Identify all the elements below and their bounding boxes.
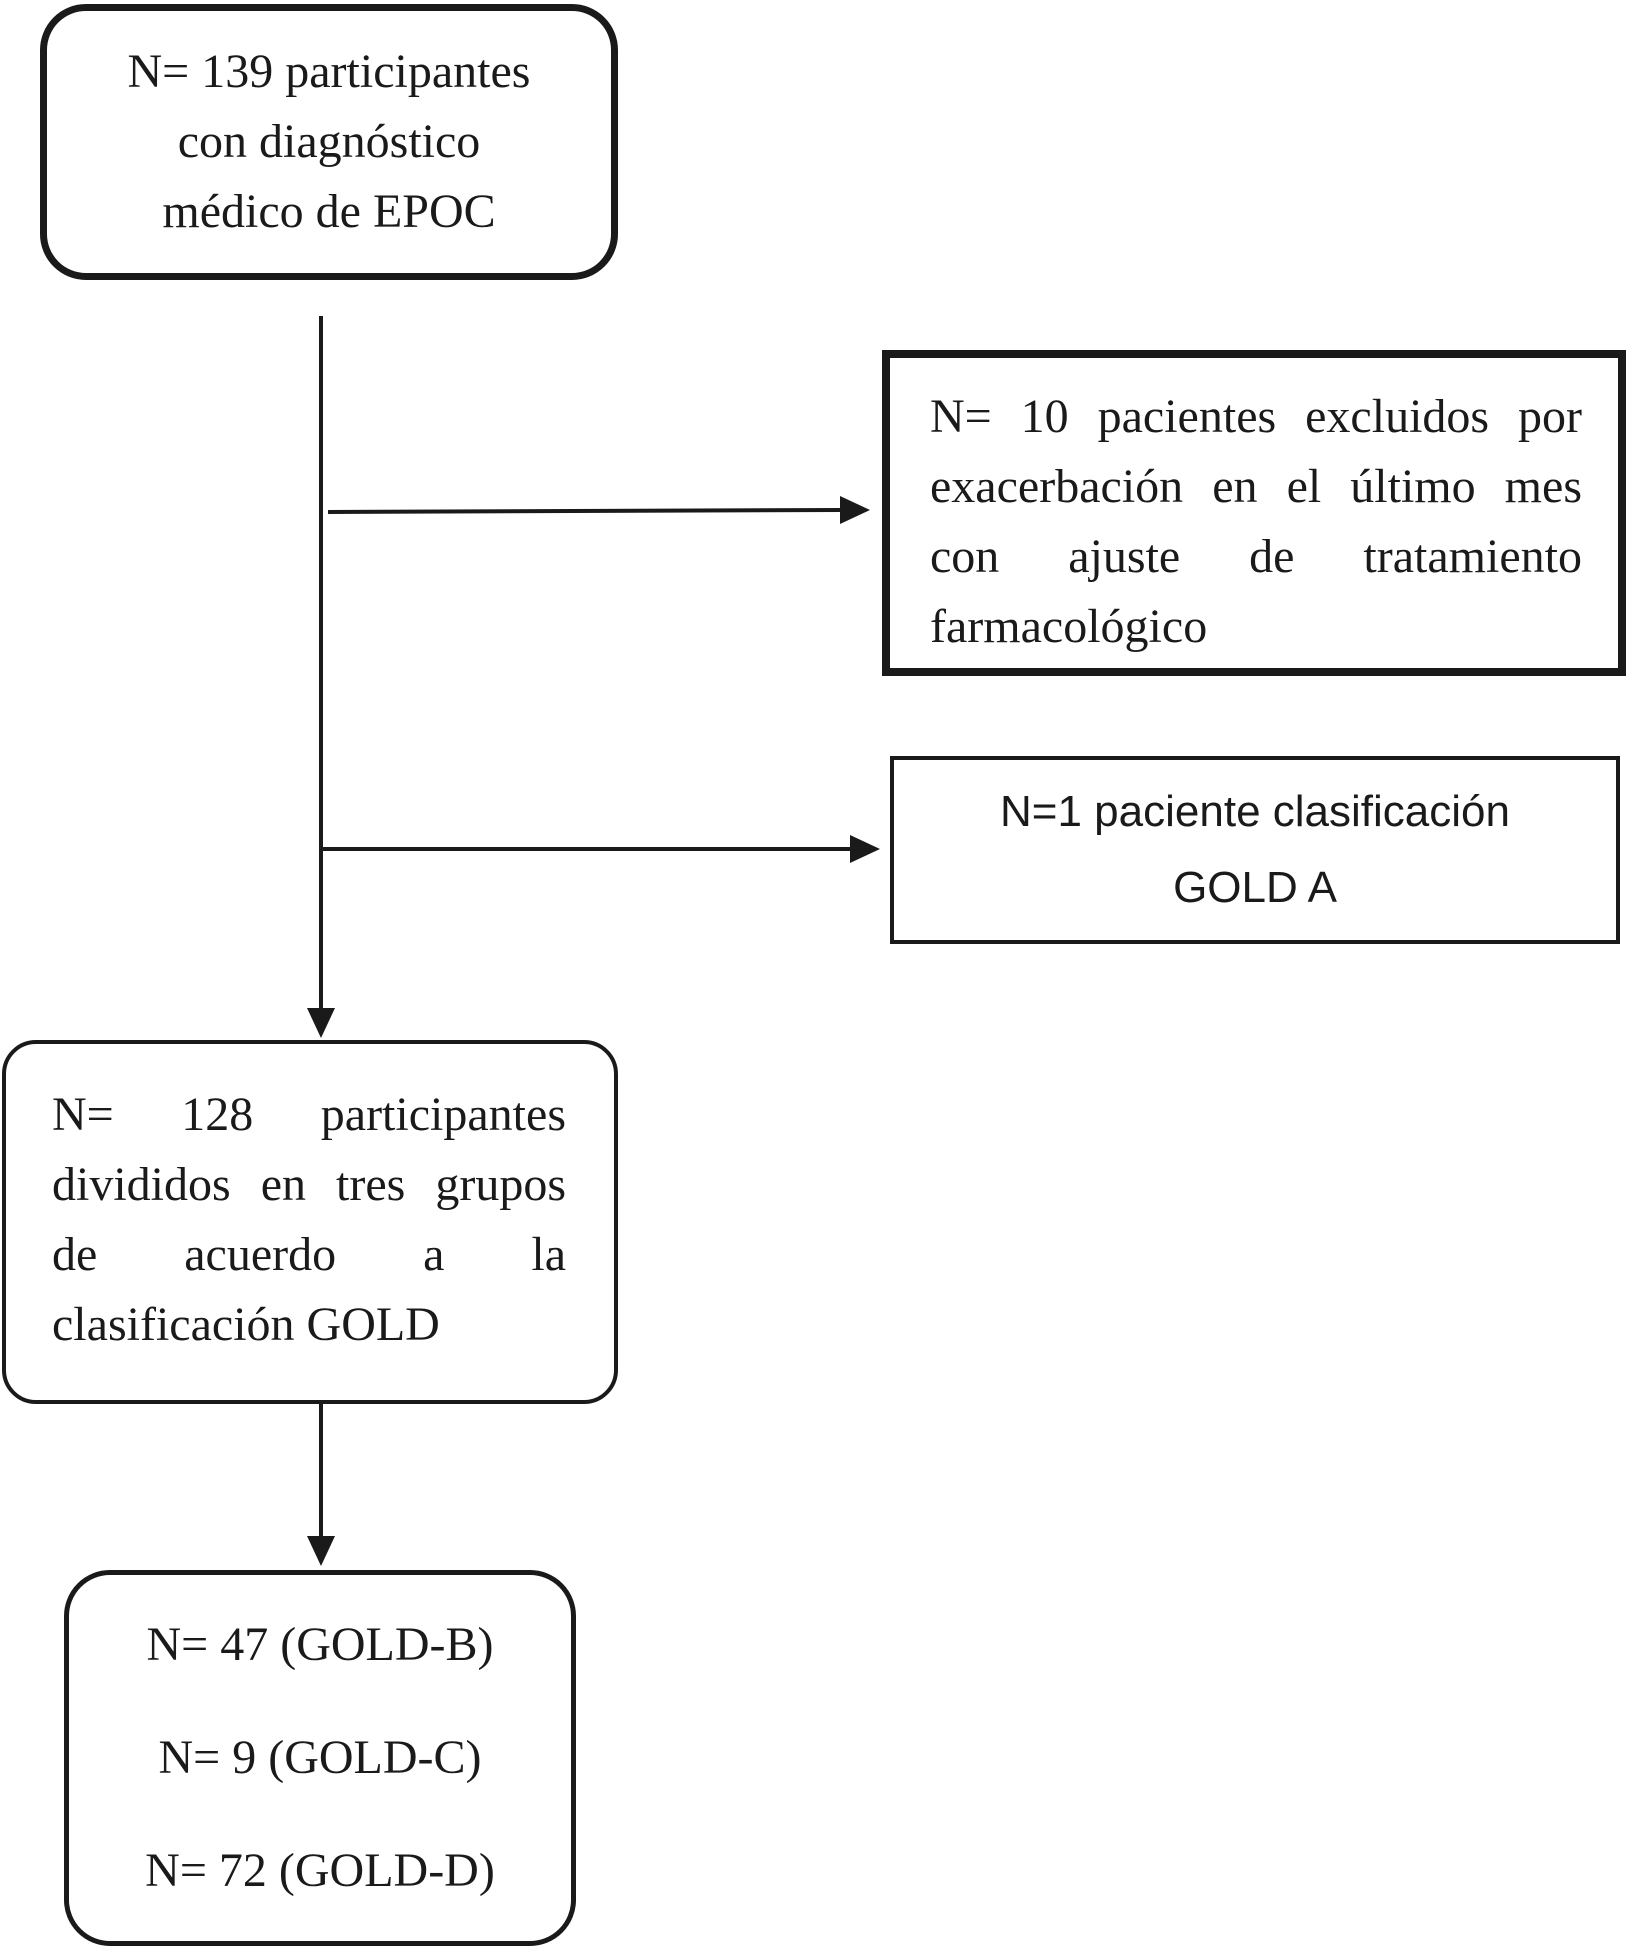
gold-a-line-2: GOLD A (1173, 863, 1337, 912)
arrow-to-gold-a-head (850, 835, 880, 863)
start-line-1: N= 139 participantes (127, 45, 531, 98)
start-node: N= 139 participantes con diagnóstico méd… (40, 4, 618, 280)
excluded-line-1: N= 10 pacientes excluidos por (930, 390, 1582, 443)
start-line-3: médico de EPOC (162, 185, 496, 238)
arrow-to-divided-head (307, 1008, 335, 1038)
excluded-line-2: exacerbación en el último mes (930, 460, 1582, 513)
excluded-line-4: farmacológico (930, 600, 1208, 653)
arrow-to-excluded-head (840, 496, 870, 524)
divided-line-4: clasificación GOLD (52, 1298, 440, 1351)
divided-node: N= 128 participantes divididos en tres g… (2, 1040, 618, 1404)
results-node: N= 47 (GOLD-B) N= 9 (GOLD-C) N= 72 (GOLD… (64, 1570, 576, 1946)
start-line-2: con diagnóstico (177, 115, 481, 168)
excluded-node: N= 10 pacientes excluidos por exacerbaci… (882, 350, 1626, 676)
excluded-line-3: con ajuste de tratamiento (930, 530, 1582, 583)
arrow-to-results-head (307, 1536, 335, 1566)
result-gold-c: N= 9 (GOLD-C) (158, 1730, 482, 1784)
divided-line-1: N= 128 participantes (52, 1088, 566, 1141)
divided-line-2: divididos en tres grupos (52, 1158, 566, 1211)
result-gold-b: N= 47 (GOLD-B) (146, 1618, 494, 1672)
gold-a-line-1: N=1 paciente clasificación (1000, 787, 1510, 836)
branch-excluded-line (327, 508, 843, 514)
gold-a-node: N=1 paciente clasificación GOLD A (890, 756, 1620, 944)
result-gold-d: N= 72 (GOLD-D) (145, 1843, 495, 1897)
divided-line-3: de acuerdo a la (52, 1228, 566, 1281)
